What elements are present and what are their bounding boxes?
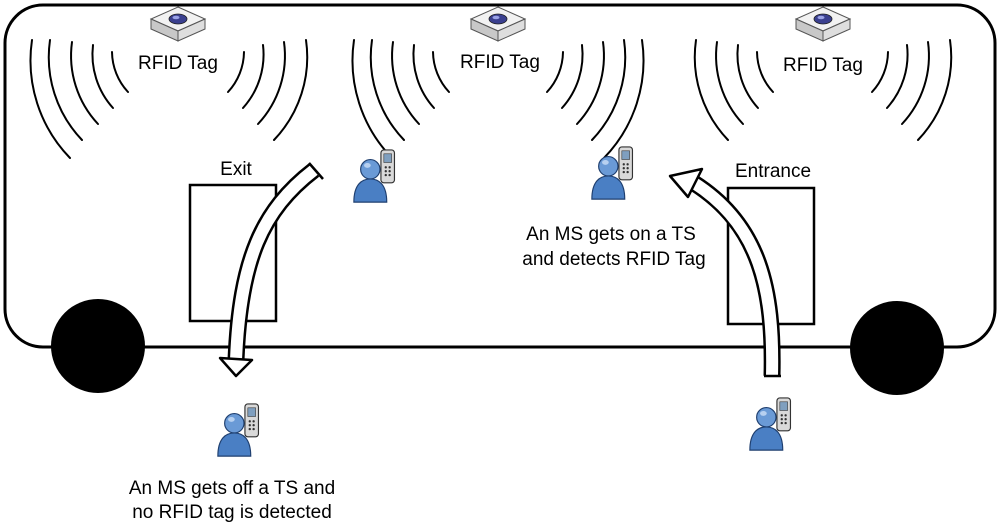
wheel-icon [51,299,145,393]
alighting-caption-line-2: no RFID tag is detected [132,502,332,523]
mobile-user-icon [591,146,634,200]
mobile-user-icon [353,149,396,203]
rfid-tag-label-1: RFID Tag [138,53,218,74]
exit-label: Exit [220,159,252,180]
rfid-tag-icon [795,6,851,42]
movement-arrow-icon [218,162,324,378]
rfid-tag-label-2: RFID Tag [460,52,540,73]
rfid-tag-icon [470,6,526,42]
alighting-caption-line-1: An MS gets off a TS and [129,478,335,499]
bus-body [3,3,997,349]
entrance-label: Entrance [735,161,811,182]
boarding-caption-line-2: and detects RFID Tag [522,249,705,270]
rfid-tag-label-3: RFID Tag [783,55,863,76]
mobile-user-icon [217,403,260,457]
wheel-icon [850,301,944,395]
mobile-user-icon [749,397,792,451]
signal-waves-icon [29,39,953,159]
boarding-caption-line-1: An MS gets on a TS [526,224,696,245]
movement-arrow-icon [668,167,781,378]
rfid-tag-icon [150,6,206,42]
